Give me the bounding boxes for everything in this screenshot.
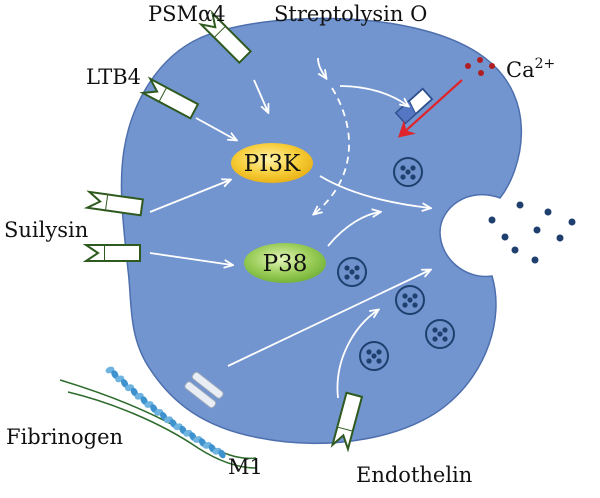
- label-endothelin: Endothelin: [356, 463, 472, 487]
- node-p38-label: P38: [263, 251, 308, 277]
- m1-bead: [111, 370, 119, 379]
- label-fibrinogen: Fibrinogen: [6, 425, 123, 449]
- m1-bead: [140, 396, 148, 405]
- node-pi3k: PI3K: [231, 143, 313, 183]
- receptor-suilysin-upper: [83, 190, 145, 217]
- integrin-receptor: [184, 371, 224, 409]
- receptor-suilysin-lower: [82, 244, 141, 262]
- calcium-channel: [394, 87, 434, 125]
- node-p38: P38: [244, 243, 326, 283]
- arrow-ltb4-pi3k: [195, 117, 236, 140]
- m1-bead: [218, 449, 226, 459]
- node-pi3k-label: PI3K: [244, 151, 301, 177]
- m1-bead: [120, 379, 129, 388]
- arrow-suilysin-p38: [149, 252, 232, 265]
- arrow-endothelin-granule: [336, 310, 378, 399]
- label-calcium-sup: 2+: [535, 56, 556, 72]
- label-calcium: Ca2+: [506, 56, 555, 82]
- cell-body: [120, 17, 523, 445]
- granule: [395, 285, 425, 315]
- arrow-streptolysin-ca: [339, 85, 408, 106]
- m1-bead: [130, 387, 138, 397]
- granules: [337, 157, 455, 371]
- m1-protein-chain: [105, 366, 226, 459]
- calcium-ions: [465, 57, 495, 76]
- arrow-pi3k-granule: [319, 175, 430, 208]
- label-calcium-base: Ca: [506, 58, 535, 82]
- granule: [393, 157, 423, 187]
- label-m1: M1: [228, 455, 263, 479]
- receptor-endothelin: [330, 391, 364, 453]
- arrow-integrin-granule: [227, 270, 430, 367]
- arrow-p38-granule: [327, 212, 380, 247]
- calcium-influx-arrow: [398, 79, 463, 138]
- arrow-streptolysin-membrane: [317, 57, 326, 78]
- granule: [337, 257, 367, 287]
- label-psma4: PSMα4: [148, 2, 226, 26]
- label-streptolysin: Streptolysin O: [274, 2, 427, 26]
- label-suilysin: Suilysin: [4, 218, 88, 242]
- receptor-ltb4: [139, 76, 200, 120]
- arrow-streptolysin-p38-dashed: [314, 87, 350, 214]
- arrow-psma4-pi3k: [253, 79, 268, 112]
- granule: [359, 341, 389, 371]
- released-granule-contents: [488, 201, 576, 264]
- granule: [425, 319, 455, 349]
- receptor-psma4: [198, 10, 253, 65]
- label-ltb4: LTB4: [86, 65, 141, 89]
- signal-arrows: [149, 57, 430, 399]
- arrow-suilysin-pi3k: [149, 180, 230, 213]
